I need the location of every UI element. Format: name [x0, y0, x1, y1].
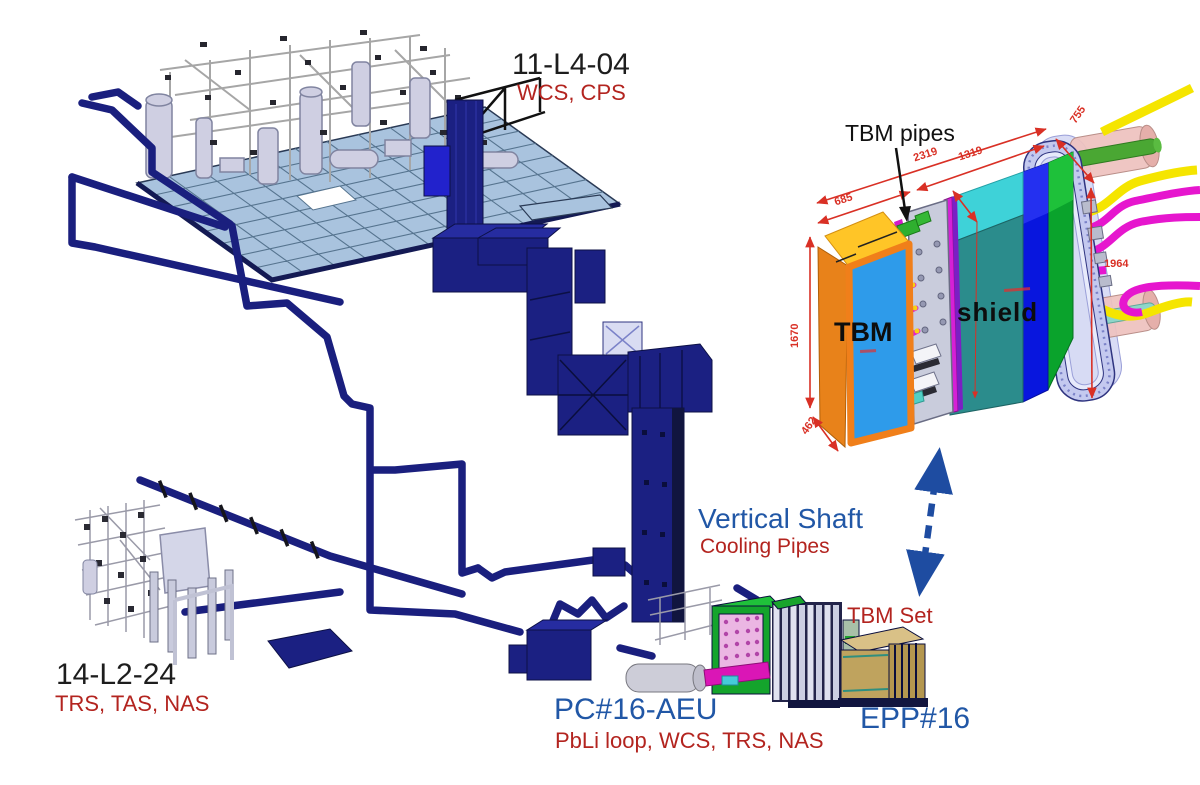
- label-vertical-shaft: Vertical Shaft: [698, 503, 863, 534]
- navy-wedge: [267, 628, 353, 669]
- label-tbm: TBM: [834, 317, 893, 347]
- dim-flange-height: 1964: [1104, 258, 1129, 270]
- label-pc16-systems: PbLi loop, WCS, TRS, NAS: [555, 728, 824, 753]
- pipe-pump-box: [592, 547, 626, 577]
- wcs-cps-skid: [145, 30, 519, 185]
- epp16-block: [788, 626, 928, 708]
- purple-layer: [952, 195, 963, 411]
- tbm-inset: [805, 83, 1200, 452]
- label-cooling-pipes: Cooling Pipes: [700, 535, 830, 558]
- dimension-lines: [805, 127, 1097, 452]
- label-area-11-systems: WCS, CPS: [517, 80, 626, 105]
- label-area-14-systems: TRS, TAS, NAS: [55, 691, 210, 716]
- trs-tas-nas-skid: [74, 500, 234, 665]
- dim-tbm-height: 1670: [789, 323, 801, 348]
- label-pc16: PC#16-AEU: [554, 693, 718, 726]
- pipe-supports: [157, 480, 320, 559]
- label-tbm-set: TBM Set: [847, 603, 933, 628]
- tbm-pipes-arrow: [894, 147, 911, 222]
- vertical-shaft-structure: [476, 227, 713, 623]
- label-epp16: EPP#16: [860, 702, 971, 735]
- label-area-14-code: 14-L2-24: [56, 658, 177, 691]
- label-area-11-code: 11-L4-04: [512, 48, 630, 81]
- tbm-set-link-arrow: [906, 447, 953, 597]
- label-shield: shield: [957, 297, 1039, 327]
- label-tbm-pipes: TBM pipes: [845, 120, 955, 146]
- tbm-box: [817, 211, 915, 449]
